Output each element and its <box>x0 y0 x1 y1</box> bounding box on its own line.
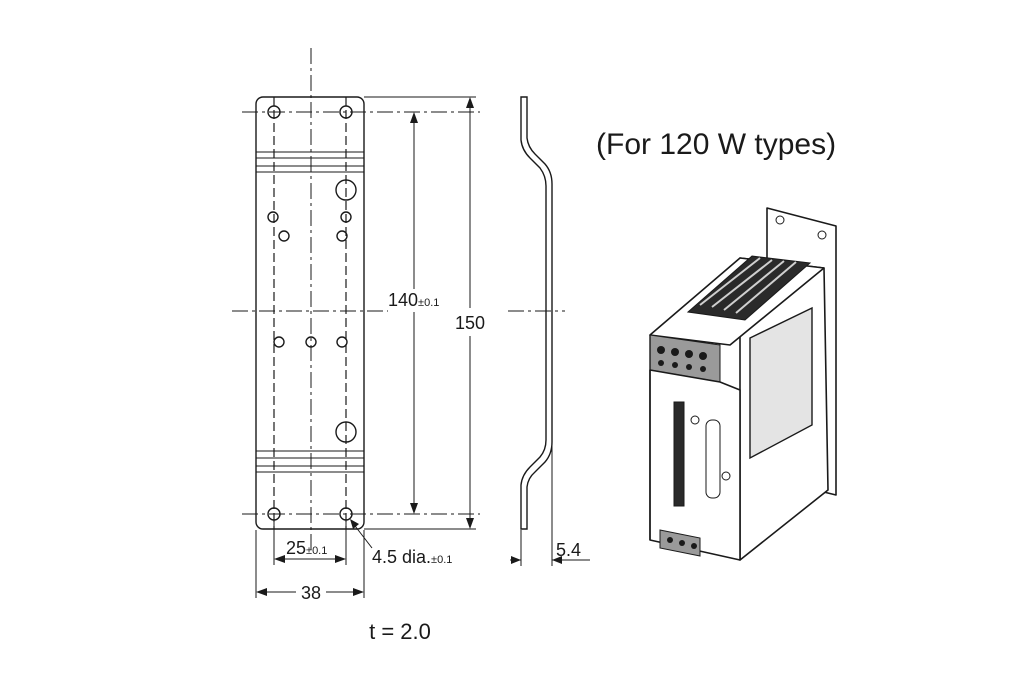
dim-5.4-label: 5.4 <box>556 540 581 560</box>
mounting-hole-top-right <box>339 105 353 119</box>
dim-25-label: 25±0.1 <box>286 538 327 558</box>
large-hole-top <box>335 179 357 201</box>
small-hole <box>340 211 352 223</box>
mounting-hole-top-left <box>267 105 281 119</box>
device-side-window <box>749 306 813 460</box>
power-supply-illustration <box>649 207 837 561</box>
dim-hole-diameter-label: 4.5 dia.±0.1 <box>372 547 452 567</box>
device-vent-grille <box>686 255 812 321</box>
bracket-front-view <box>232 48 480 550</box>
large-hole-bottom <box>335 421 357 443</box>
small-hole <box>267 211 279 223</box>
small-hole <box>273 336 285 348</box>
dim-150-label: 150 <box>455 313 485 333</box>
mounting-hole-bottom-left <box>267 507 281 521</box>
mounting-hole-bottom-right <box>339 507 353 521</box>
dim-140-label: 140±0.1 <box>388 290 439 310</box>
dim-38-label: 38 <box>301 583 321 603</box>
bracket-side-view: 5.4 <box>508 96 590 566</box>
bracket-outline <box>255 96 365 530</box>
caption: (For 120 W types) <box>596 128 836 161</box>
side-profile <box>520 96 553 530</box>
device-latch <box>705 419 721 499</box>
small-hole <box>336 336 348 348</box>
small-hole <box>336 230 348 242</box>
device-led-indicator-strip <box>673 401 685 507</box>
small-hole <box>278 230 290 242</box>
small-hole <box>305 336 317 348</box>
device-adjust-knob <box>690 415 700 425</box>
dimension-annotations: 150 140±0.1 25±0.1 4.5 dia.±0.1 38 <box>255 96 485 644</box>
thickness-label: t = 2.0 <box>369 619 431 644</box>
